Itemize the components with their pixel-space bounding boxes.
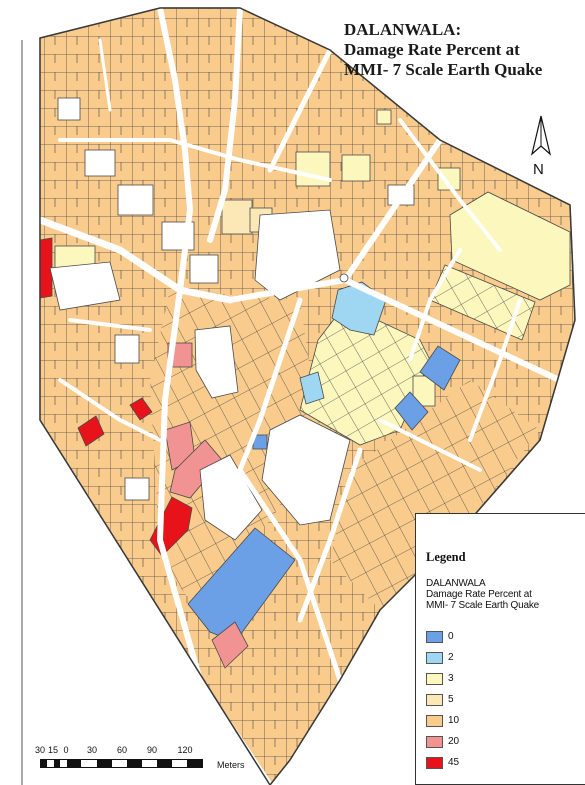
scale-segment [112, 760, 127, 767]
open-area [117, 184, 154, 216]
scale-segment [97, 760, 112, 767]
scale-segment [47, 760, 54, 767]
legend-subtitle: DALANWALA Damage Rate Percent at MMI- 7 … [426, 578, 585, 611]
open-area [189, 254, 219, 284]
road-network [40, 8, 573, 785]
open-area [124, 477, 150, 501]
scale-tick-label: 120 [177, 745, 193, 755]
legend-swatch [426, 714, 443, 727]
parcel-class-3 [412, 375, 436, 407]
legend-swatch [426, 693, 443, 706]
legend-item: 45 [426, 752, 585, 773]
open-area [49, 261, 121, 311]
scale-segment [172, 760, 187, 767]
map-title-line-1: DALANWALA: [344, 20, 462, 39]
scale-segment [142, 760, 157, 767]
parcel-region-southeast [330, 380, 540, 610]
parcel-class-45 [40, 237, 53, 299]
parcel-class-0 [394, 391, 429, 431]
north-arrow-icon [530, 115, 552, 156]
ward-outline [39, 7, 576, 785]
scale-tick-label: 60 [116, 745, 128, 755]
north-label: N [533, 161, 544, 178]
scale-tick-label: 90 [146, 745, 158, 755]
map-title: DALANWALA: Damage Rate Percent at MMI- 7… [344, 20, 542, 80]
roundabout [339, 273, 349, 283]
parcel-class-0 [187, 527, 296, 643]
legend-heading: Legend [426, 550, 466, 564]
scale-bar-segments [40, 759, 203, 768]
legend-item: 10 [426, 710, 585, 731]
map-title-line-2: Damage Rate Percent at [344, 40, 520, 59]
scale-segment [157, 760, 172, 767]
open-area [57, 97, 81, 121]
legend-value: 20 [448, 736, 460, 747]
scale-segment [67, 760, 81, 767]
parcel-class-45 [129, 397, 153, 421]
scale-segment [127, 760, 142, 767]
parcel-class-3 [376, 109, 392, 125]
scale-tick-label: 30 [34, 745, 46, 755]
legend-item: 0 [426, 626, 585, 647]
scale-segment [187, 760, 202, 767]
scale-segment [54, 760, 60, 767]
parcel-class-2 [299, 371, 325, 405]
parcel-class-3 [437, 167, 461, 191]
legend-swatch [426, 756, 443, 769]
legend-value: 2 [448, 652, 454, 663]
legend-items: 0 2 3 5 10 20 45 [426, 626, 585, 773]
legend-subtitle-line-3: MMI- 7 Scale Earth Quake [426, 600, 540, 611]
legend-item: 5 [426, 689, 585, 710]
parcel-class-20 [211, 621, 249, 669]
parcel-class-3 [341, 154, 371, 182]
parcel-class-0 [419, 345, 461, 391]
legend-swatch [426, 735, 443, 748]
scale-segment [60, 760, 67, 767]
legend-item: 2 [426, 647, 585, 668]
legend-swatch [426, 672, 443, 685]
scale-tick-label: 15 [47, 745, 59, 755]
scale-unit: Meters [217, 760, 245, 770]
open-area [199, 454, 263, 541]
parcel-class-45 [77, 415, 105, 447]
open-area [84, 149, 116, 177]
scale-tick-label: 30 [86, 745, 98, 755]
parcel-layer [40, 8, 573, 785]
legend-subtitle-line-2: Damage Rate Percent at [426, 589, 532, 600]
legend-value: 10 [448, 715, 460, 726]
open-area [261, 414, 351, 526]
parcel-class-5 [221, 199, 253, 235]
legend-value: 3 [448, 673, 454, 684]
legend-value: 45 [448, 757, 460, 768]
legend-value: 0 [448, 631, 454, 642]
map-title-line-3: MMI- 7 Scale Earth Quake [344, 60, 543, 79]
scale-segment [81, 760, 97, 767]
legend-swatch [426, 651, 443, 664]
scale-tick-label: 0 [63, 745, 69, 755]
legend-item: 3 [426, 668, 585, 689]
legend-value: 5 [448, 694, 454, 705]
legend-item: 20 [426, 731, 585, 752]
legend-subtitle-line-1: DALANWALA [426, 578, 486, 589]
open-area [194, 325, 239, 399]
scale-segment [41, 760, 47, 767]
legend-box: Legend DALANWALA Damage Rate Percent at … [415, 513, 585, 785]
open-area [114, 334, 140, 364]
legend-swatch [426, 630, 443, 643]
